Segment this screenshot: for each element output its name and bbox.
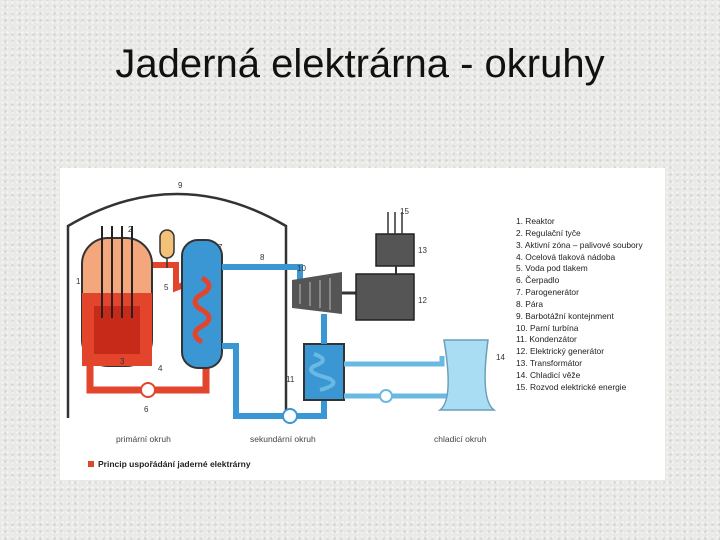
number-label: 10 — [297, 264, 306, 273]
legend-item: 10. Parní turbína — [516, 322, 579, 333]
reactor-diagram: 9 2 1 3 4 5 6 7 8 10 11 12 13 14 15 1. R… — [60, 168, 665, 480]
pressurizer — [159, 229, 175, 268]
legend-item: 12. Elektrický generátor — [516, 346, 604, 357]
number-label: 2 — [128, 225, 133, 234]
legend-item: 3. Aktivní zóna – palivové soubory — [516, 239, 643, 250]
number-label: 4 — [158, 364, 163, 373]
legend-item: 7. Parogenerátor — [516, 287, 579, 298]
legend-item: 2. Regulační tyče — [516, 227, 581, 238]
number-label: 8 — [260, 253, 265, 262]
diagram-graphic: 9 2 1 3 4 5 6 7 8 10 11 12 13 14 15 — [66, 181, 505, 424]
primary-circuit-label: primární okruh — [116, 434, 171, 444]
cooling-pump — [379, 389, 393, 403]
cooling-circuit-pipes — [344, 356, 461, 399]
legend-item: 13. Transformátor — [516, 358, 583, 369]
containment-building — [66, 192, 288, 418]
legend-item: 9. Barbotážní kontejnment — [516, 310, 614, 321]
transformer — [375, 233, 415, 274]
number-label: 12 — [418, 296, 427, 305]
number-label: 7 — [218, 243, 223, 252]
cooling-tower — [437, 339, 497, 411]
number-label: 6 — [144, 405, 149, 414]
number-label: 11 — [286, 375, 295, 384]
number-label: 1 — [76, 277, 81, 286]
number-label: 14 — [496, 353, 505, 362]
legend-item: 8. Pára — [516, 298, 544, 309]
power-distribution-lines — [387, 212, 403, 234]
number-label: 3 — [120, 357, 125, 366]
cooling-circuit-label: chladicí okruh — [434, 434, 487, 444]
primary-pump — [140, 382, 156, 398]
legend-item: 1. Reaktor — [516, 216, 555, 226]
legend-item: 4. Ocelová tlaková nádoba — [516, 251, 616, 262]
legend-item: 15. Rozvod elektrické energie — [516, 381, 627, 392]
legend-item: 5. Voda pod tlakem — [516, 263, 588, 274]
component-legend: 1. Reaktor 2. Regulační tyče 3. Aktivní … — [516, 216, 643, 394]
legend-item: 6. Čerpadlo — [516, 275, 560, 286]
number-label: 15 — [400, 207, 409, 216]
diagram-caption: Princip uspořádání jaderné elektrárny — [88, 459, 251, 469]
caption-text: Princip uspořádání jaderné elektrárny — [98, 459, 251, 469]
secondary-circuit-label: sekundární okruh — [250, 434, 316, 444]
condenser — [303, 314, 345, 401]
legend-item: 11. Kondenzátor — [516, 334, 577, 345]
slide-title: Jaderná elektrárna - okruhy — [115, 42, 605, 86]
legend-item: 14. Chladicí věže — [516, 369, 581, 380]
feedwater-pump — [282, 408, 298, 424]
electric-generator — [355, 273, 415, 321]
steam-turbine — [292, 272, 356, 314]
number-label: 5 — [164, 283, 169, 292]
caption-bullet-icon — [88, 461, 94, 467]
steam-generator — [181, 239, 223, 369]
secondary-circuit-pipes — [222, 264, 327, 419]
number-label: 9 — [178, 181, 183, 190]
number-label: 13 — [418, 246, 427, 255]
reactor-vessel — [81, 226, 153, 367]
